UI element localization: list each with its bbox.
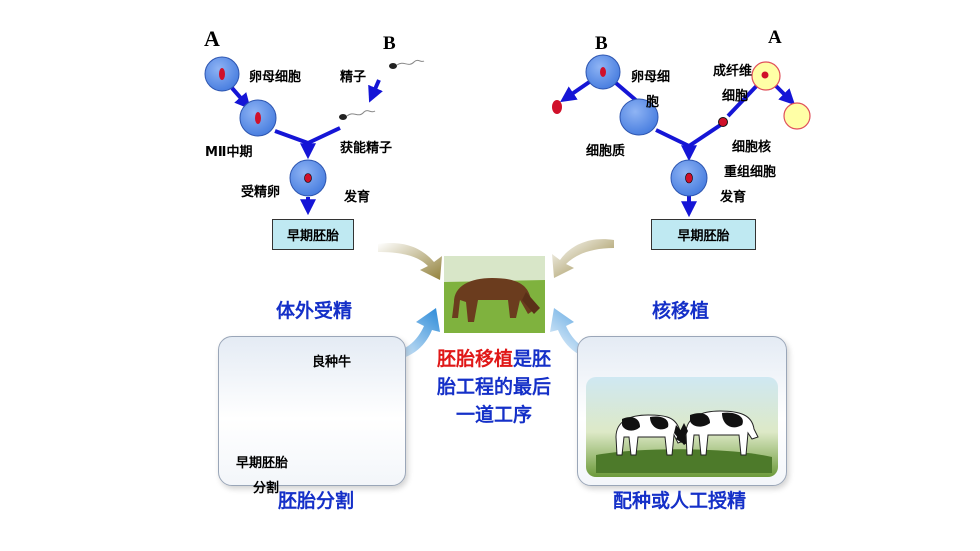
- reconstructed-cell-label: 重组细胞: [724, 165, 777, 180]
- statement-line3: 一道工序: [455, 404, 532, 426]
- left-ivf-diagram: [204, 56, 425, 216]
- left-label-b: B: [383, 33, 396, 54]
- embryo-transfer-highlight: 胚胎移植: [436, 348, 513, 370]
- fibroblast-remnant-icon: [783, 102, 811, 130]
- nucleus-label: 细胞核: [732, 140, 772, 155]
- reconstructed-cell-icon: [670, 159, 708, 197]
- left-label-a: A: [204, 26, 220, 51]
- statement-line2: 胎工程的最后: [436, 376, 551, 398]
- breeding-panel: [577, 336, 787, 486]
- zygote-icon: [289, 159, 327, 197]
- right-develop-label: 发育: [720, 190, 747, 205]
- fertilized-egg-label: 受精卵: [241, 185, 281, 200]
- right-label-b: B: [595, 33, 608, 54]
- cytoplasm-label: 细胞质: [586, 144, 626, 159]
- donor-nucleus-icon: [718, 117, 728, 127]
- fine-breed-cattle-label: 良种牛: [312, 355, 352, 370]
- breeding-cows-graphic: [586, 377, 778, 477]
- embryo-transfer-statement: 胚胎移植是胚 胎工程的最后 一道工序: [418, 345, 570, 429]
- fibroblast-icon: [751, 61, 781, 91]
- enucleated-nucleus-icon: [552, 100, 562, 114]
- egg-cell-icon: [204, 56, 240, 92]
- ivf-title: 体外受精: [276, 300, 353, 322]
- fibroblast-label-1: 成纤维: [713, 64, 753, 79]
- holstein-cow-2-icon: [676, 410, 759, 456]
- breeding-title: 配种或人工授精: [613, 490, 747, 512]
- right-early-embryo-box: 早期胚胎: [651, 219, 756, 250]
- sperm-icon: [389, 59, 425, 69]
- curve-arrow-bottom-right-icon: [550, 308, 612, 361]
- embryo-splitting-panel: [218, 336, 406, 486]
- curve-arrow-top-left-icon: [378, 242, 442, 280]
- m2-phase-label: MⅡ中期: [205, 145, 253, 160]
- m2-egg-icon: [239, 99, 277, 137]
- right-egg-cell-label-1: 卵母细: [631, 70, 671, 85]
- embryo-splitting-title: 胚胎分割: [278, 490, 355, 512]
- curve-arrow-bottom-left-icon: [378, 308, 440, 361]
- cow-grazing-photo: [444, 256, 545, 333]
- fibroblast-label-2: 细胞: [722, 89, 749, 104]
- split-early-embryo-label: 早期胚胎: [236, 456, 289, 471]
- donor-egg-icon: [585, 54, 621, 90]
- left-develop-label: 发育: [344, 190, 371, 205]
- left-early-embryo-box: 早期胚胎: [272, 219, 354, 250]
- split-label: 分割: [253, 481, 280, 496]
- statement-line1-rest: 是胚: [513, 348, 552, 370]
- nuclear-transfer-title: 核移植: [652, 300, 710, 322]
- curve-arrow-top-right-icon: [552, 239, 614, 278]
- right-egg-cell-label-2: 胞: [646, 95, 660, 110]
- cytoplasm-icon: [619, 98, 659, 136]
- egg-cell-label: 卵母细胞: [249, 70, 302, 85]
- sperm-label: 精子: [340, 70, 367, 85]
- right-nuclear-transfer-diagram: [552, 54, 811, 218]
- capacitated-sperm-label: 获能精子: [340, 141, 393, 156]
- right-label-a: A: [768, 27, 782, 48]
- capacitated-sperm-icon: [339, 110, 376, 120]
